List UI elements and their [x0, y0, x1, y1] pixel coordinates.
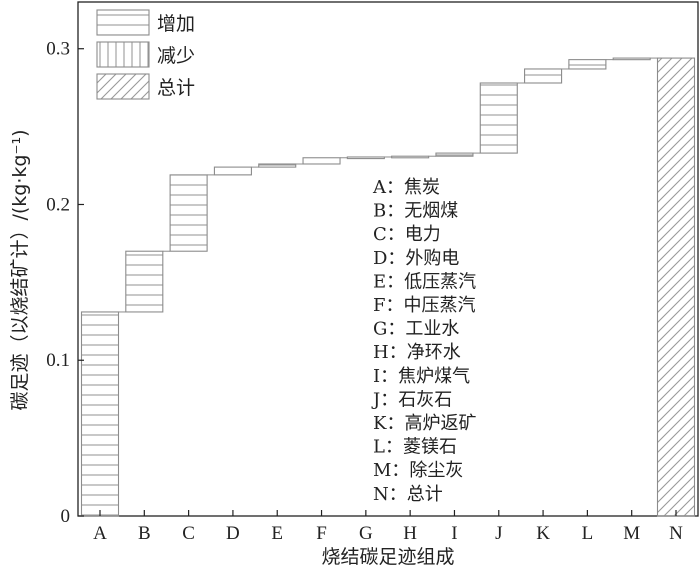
x-tick-label: E [271, 523, 283, 544]
x-tick-label: C [182, 523, 195, 544]
bar-E [258, 163, 297, 168]
bar-J [479, 82, 518, 154]
bar-G [346, 156, 385, 160]
annotation-item: M：除尘灰 [373, 460, 463, 481]
x-tick-label: F [316, 523, 327, 544]
legend-swatch-increase [96, 9, 150, 36]
annotation-item: C：电力 [373, 224, 441, 245]
bar-L [568, 59, 607, 70]
annotation-item: K：高炉返矿 [373, 413, 476, 434]
bars-layer [80, 57, 696, 517]
legend-label-increase: 增加 [157, 13, 195, 35]
y-tick-label: 0.3 [46, 39, 70, 60]
bar-D [213, 166, 252, 176]
bar-K [524, 68, 563, 84]
legend-swatch-decrease [96, 41, 150, 68]
y-tick-label: 0.1 [46, 350, 70, 371]
y-axis-label: 碳足迹（以烧结矿计）/(kg·kg⁻¹) [9, 129, 31, 410]
x-tick-label: J [495, 523, 502, 544]
x-tick-label: A [93, 523, 107, 544]
x-tick-label: I [451, 523, 457, 544]
y-axis: 0 0.1 0.2 0.3 [46, 39, 84, 527]
x-axis-label: 烧结碳足迹组成 [321, 546, 454, 568]
annotation-item: E：低压蒸汽 [373, 271, 476, 292]
x-axis: A B C D E F G H I J K L M N [93, 510, 683, 544]
annotation-item: B：无烟煤 [373, 201, 458, 222]
annotation-item: G：工业水 [373, 319, 459, 340]
bar-N [656, 57, 696, 517]
annotation-item: F：中压蒸汽 [373, 295, 476, 316]
x-tick-label: D [226, 523, 240, 544]
bar-M [612, 57, 651, 61]
annotation-item: A：焦炭 [372, 177, 440, 198]
x-tick-label: G [359, 523, 373, 544]
annotation-item: N：总计 [373, 484, 443, 505]
connectors-layer [118, 57, 658, 313]
annotation-item: I：焦炉煤气 [373, 366, 470, 387]
x-tick-label: B [138, 523, 151, 544]
x-tick-label: N [669, 523, 683, 544]
bar-H [391, 155, 430, 159]
legend-label-total: 总计 [157, 77, 195, 99]
bar-I [435, 152, 474, 157]
legend-label-decrease: 减少 [157, 45, 195, 67]
bar-F [302, 157, 341, 165]
legend-swatch-total [96, 73, 150, 100]
x-tick-label: M [623, 523, 640, 544]
y-tick-label: 0 [61, 506, 71, 527]
annotation-item: D：外购电 [373, 248, 459, 269]
x-tick-label: L [582, 523, 594, 544]
x-tick-label: H [403, 523, 417, 544]
bar-C [169, 174, 208, 252]
bar-B [125, 250, 164, 313]
x-tick-label: K [536, 523, 550, 544]
bar-A [80, 311, 120, 517]
plot-frame [77, 1, 699, 517]
plot-border [77, 1, 699, 517]
annotation-item: J：石灰石 [371, 389, 452, 410]
annotation-item: H：净环水 [373, 342, 461, 363]
y-tick-label: 0.2 [46, 194, 70, 215]
annotation-item: L：菱镁石 [373, 437, 457, 458]
